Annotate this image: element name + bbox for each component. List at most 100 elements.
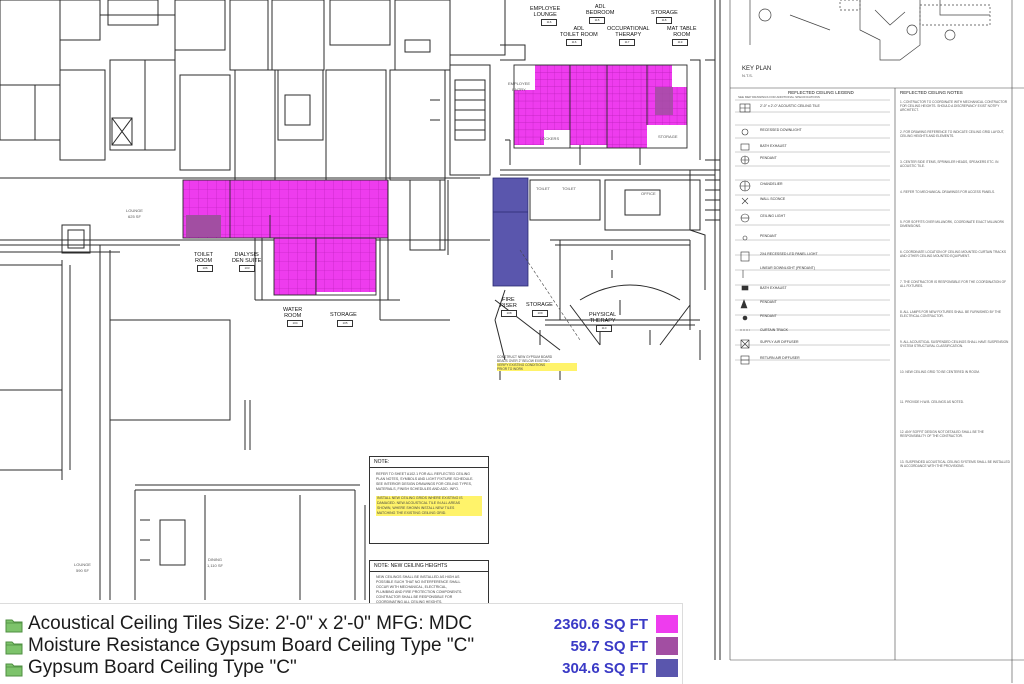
rc-legend-item: PENDANT — [760, 156, 777, 160]
callout-line-2: BEADS OVER 2" BELOW EXISTING — [497, 359, 550, 363]
ceiling-moisture-gypsum-top — [655, 87, 673, 115]
rc-note-item: 3. CENTER SIDE ITEMS, SPRINKLER HEADS, S… — [900, 160, 999, 169]
room-tag-dialysis-den-suite: 103 — [239, 265, 255, 272]
rc-note-item: 5. FOR SOFFITS OVER MILLWORK, COORDINATE… — [900, 220, 1005, 229]
room-label-toilet-b: TOILET — [562, 186, 576, 191]
note-box-1-title: NOTE: — [370, 457, 488, 468]
rc-legend-item: BATH EXHAUST — [760, 286, 787, 290]
rc-legend-item: PENDANT — [760, 300, 777, 304]
rc-legend-title: REFLECTED CEILING LEGEND — [788, 90, 854, 95]
ceiling-acoustical-lounge-corner — [183, 180, 228, 215]
legend-table-lines — [735, 99, 890, 361]
legend-swatch-moisture-gypsum — [656, 637, 678, 655]
reflected-ceiling-legend: REFLECTED CEILING LEGEND SEE MEP DRAWING… — [738, 90, 854, 99]
note-box-1-hl-1: INSTALL NEW CEILING GRIDS WHERE EXISTING… — [376, 496, 482, 501]
rc-legend-item: CEILING LIGHT — [760, 214, 786, 218]
note-box-2-line-5: CONTRACTOR SHALL BE RESPONSIBLE FOR — [376, 595, 453, 599]
callout-highlight-1: VERIFY EXISTING CONDITIONS — [497, 363, 577, 367]
rc-legend-item: RECESSED DOWNLIGHT — [760, 128, 802, 132]
room-tag-occupational-therapy: 117 — [619, 39, 635, 46]
rc-legend-item: PENDANT — [760, 234, 777, 238]
legend-value-moisture-gypsum: 59.7 SQ FT — [570, 637, 648, 655]
room-tag-fire-riser: 108 — [501, 310, 517, 317]
legend-swatch-acoustical — [656, 615, 678, 633]
room-label-storage-riser: STORAGE — [526, 302, 553, 308]
legend-row-acoustical: Acoustical Ceiling Tiles Size: 2'-0" x 2… — [4, 613, 680, 635]
note-box-1-line-1: REFER TO SHEET A102.1 FOR ALL REFLECTED … — [376, 472, 471, 476]
room-tag-water-room: 104 — [287, 320, 303, 327]
rc-note-item: 2. FOR DRAWING REFERENCE TO INDICATE CEI… — [900, 130, 1005, 139]
callout-leader — [519, 249, 581, 341]
rc-note-item: 6. COORDINATE LOCATION OF CEILING MOUNTE… — [900, 250, 1006, 259]
room-label-lockers: LOCKERS — [540, 136, 560, 141]
rc-legend-item: SUPPLY AIR DIFFUSER — [760, 340, 799, 344]
rc-note-item: 8. ALL LAMPS FOR NEW FIXTURES SHALL BE F… — [900, 310, 1001, 319]
ceiling-acoustical-storage-lower — [316, 238, 376, 292]
rc-legend-item: CHANDELIER — [760, 182, 783, 186]
key-plan-scale: N.T.S. — [742, 73, 753, 78]
ceiling-moisture-gypsum-toilet — [186, 215, 221, 237]
green-folder-icon — [5, 619, 23, 633]
note-box-1-line-2: PLAN NOTES, SYMBOLS AND LIGHT FIXTURE SC… — [376, 477, 474, 481]
room-label-storage-mid: STORAGE — [658, 134, 678, 139]
note-box-1-line-3: SEE INTERIOR DESIGN DRAWINGS FOR CEILING… — [376, 482, 472, 486]
key-plan-sketch — [749, 0, 991, 61]
rc-legend-subtitle: SEE MEP DRAWINGS FOR ADDITIONAL SPECIFIC… — [738, 95, 820, 99]
room-tag-adl-bedroom: 115 — [589, 17, 605, 24]
ceiling-acoustical-adl-toilet — [570, 65, 607, 145]
room-tag-mat-table-room: 119 — [672, 39, 688, 46]
rc-legend-item: 2X4 RECESSED LED PANEL LIGHT — [760, 252, 818, 256]
rc-note-item: 12. ANY SOFFIT DESIGN NOT DETAILED SHALL… — [900, 430, 984, 439]
room-outlines — [182, 64, 688, 296]
rc-note-item: 9. ALL ACOUSTICAL SUSPENDED CEILINGS SHA… — [900, 340, 1009, 349]
note-box-1-hl-2: DAMAGED. NEW ACOUSTICAL TILE IN ALL AREA… — [376, 501, 482, 506]
note-box-1-hl-4: MATCHING THE EXISTING CEILING GRID. — [376, 511, 482, 516]
note-box-2-line-2: POSSIBLE SUCH THAT NO INTERFERENCE SHALL — [376, 580, 461, 584]
room-tag-physical-therapy: 110 — [596, 325, 612, 332]
wall-linework — [0, 0, 721, 660]
sheet-frame — [729, 0, 1024, 683]
ceiling-area-legend: Acoustical Ceiling Tiles Size: 2'-0" x 2… — [0, 603, 683, 684]
room-label-toilet-a: TOILET — [536, 186, 550, 191]
rc-legend-item: RETURN AIR DIFFUSER — [760, 356, 800, 360]
key-plan-title: KEY PLAN — [742, 66, 772, 72]
green-folder-icon — [5, 641, 23, 655]
rc-note-item: 7. THE CONTRACTOR IS RESPONSIBLE FOR THE… — [900, 280, 1007, 289]
ceiling-acoustical-employee-lounge — [514, 90, 544, 145]
room-tag-toilet-room: 106 — [197, 265, 213, 272]
rc-note-item: 10. NEW CEILING GRID TO BE CENTERED IN R… — [900, 370, 980, 374]
callout-line-1: CONSTRUCT NEW GYPSUM BOARD — [497, 355, 553, 359]
room-tag-employee-lounge: 116 — [541, 19, 557, 26]
ceiling-gypsum-fire-riser — [492, 177, 529, 287]
rc-note-item: 1. CONTRACTOR TO COORDINATE WITH MECHANI… — [900, 100, 1008, 113]
rc-note-item: 13. SUSPENDED ACOUSTICAL CEILING SYSTEMS… — [900, 460, 1010, 469]
legend-value-acoustical: 2360.6 SQ FT — [553, 615, 648, 633]
room-tag-storage-riser: 109 — [532, 310, 548, 317]
callout-highlight-2: PRIOR TO WORK — [497, 367, 577, 371]
rc-legend-item: 2'-0" x 2'-0" ACOUSTIC CEILING TILE — [760, 104, 820, 108]
legend-row-moisture-gypsum: Moisture Resistance Gypsum Board Ceiling… — [4, 635, 680, 657]
note-box-2-line-1: NEW CEILINGS SHALL BE INSTALLED AS HIGH … — [376, 575, 460, 579]
rc-legend-item: CURTAIN TRACK — [760, 328, 789, 332]
legend-label-acoustical: Acoustical Ceiling Tiles Size: 2'-0" x 2… — [28, 613, 473, 634]
room-tag-adl-toilet-room: 116 — [566, 39, 582, 46]
rc-legend-item: LINEAR DOWNLIGHT (PENDANT) — [760, 266, 815, 270]
note-box-1: NOTE: REFER TO SHEET A102.1 FOR ALL REFL… — [369, 456, 489, 544]
rc-note-item: 11. PROVIDE H.W.B. CEILINGS AS NOTED. — [900, 400, 964, 404]
room-tag-storage-top: 118 — [656, 17, 672, 24]
legend-row-gypsum: Gypsum Board Ceiling Type "C" 304.6 SQ F… — [4, 657, 680, 679]
note-box-2-title: NOTE: NEW CEILING HEIGHTS — [370, 561, 488, 572]
note-box-1-hl-3: SHOWN, WHERE SHOWN INSTALL NEW TILES — [376, 506, 482, 511]
note-box-2-line-4: PLUMBING AND FIRE PROTECTION COMPONENTS. — [376, 590, 463, 594]
